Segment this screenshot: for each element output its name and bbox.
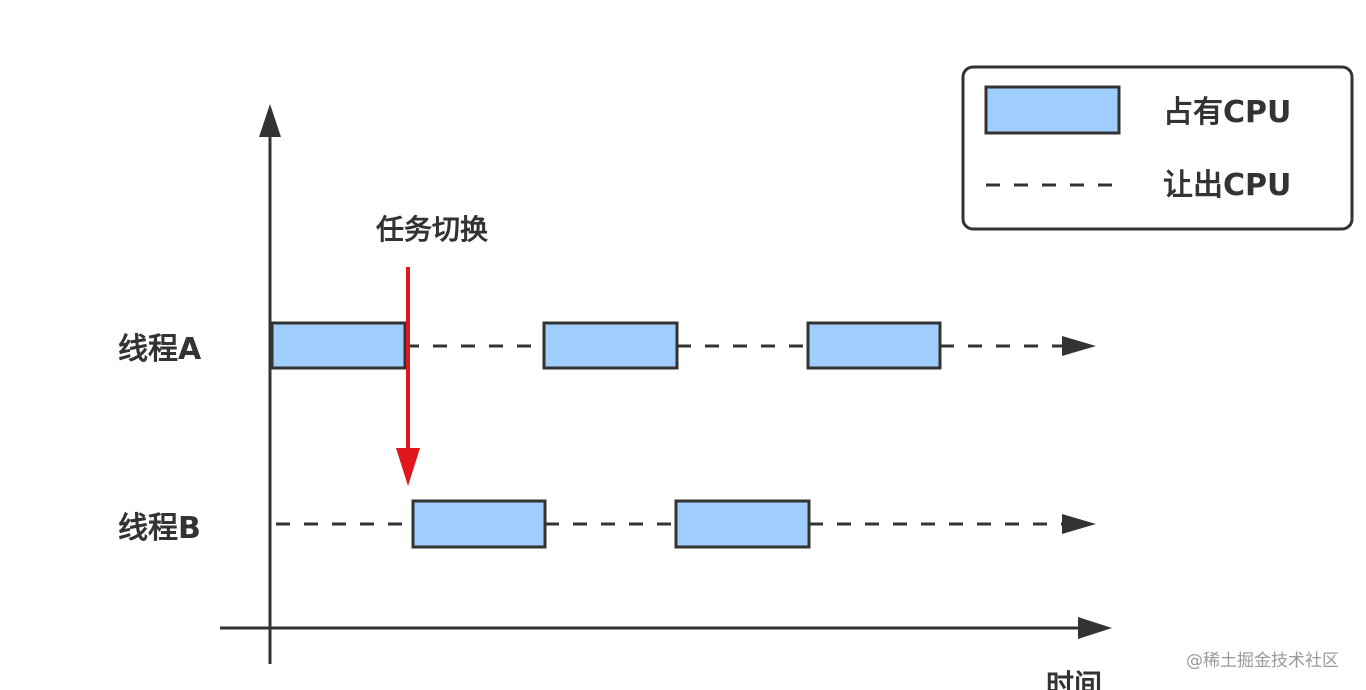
task-switch-label: 任务切换	[375, 213, 489, 246]
arrow-down-icon	[396, 448, 420, 486]
thread-b-row	[276, 499, 1096, 549]
thread-a-end-arrow-icon	[1062, 336, 1096, 356]
thread-a-block	[270, 321, 407, 370]
time-axis-label: 时间	[1046, 668, 1102, 690]
legend: 占有CPU 让出CPU	[961, 65, 1354, 231]
thread-b-end-arrow-icon	[1062, 514, 1096, 534]
y-axis-arrow-icon	[259, 104, 281, 137]
x-axis-arrow-icon	[1078, 617, 1112, 639]
thread-a-block	[806, 321, 942, 370]
thread-a-block	[542, 321, 679, 370]
legend-release-label: 让出CPU	[1163, 168, 1291, 203]
legend-occupy-label: 占有CPU	[1163, 95, 1291, 130]
thread-b-label: 线程B	[118, 511, 201, 546]
watermark: @稀土掘金技术社区	[1186, 651, 1339, 671]
legend-occupy-swatch	[984, 85, 1121, 135]
thread-b-block	[411, 499, 547, 549]
thread-a-label: 线程A	[118, 332, 202, 367]
thread-b-block	[674, 499, 811, 549]
thread-a-row	[270, 321, 1096, 370]
